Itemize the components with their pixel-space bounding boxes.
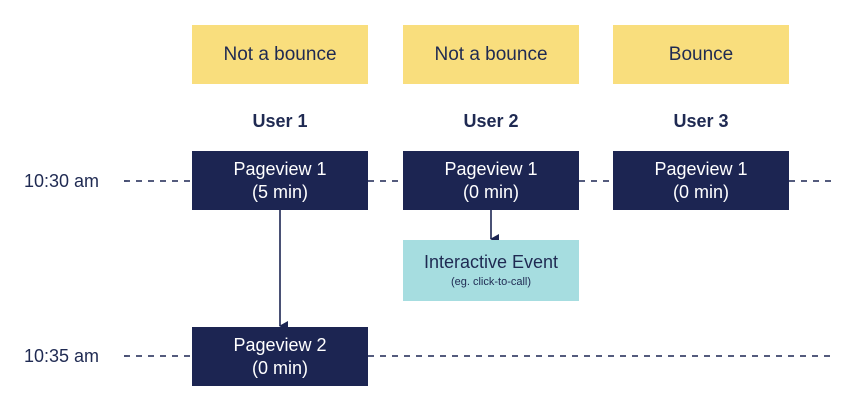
pageview-duration: (5 min) [251, 181, 308, 202]
pageview-duration: (0 min) [672, 181, 729, 202]
time-label-1030: 10:30 am [24, 171, 100, 191]
event-title: Interactive Event [423, 252, 559, 273]
user3-pageview-1: Pageview 1 (0 min) [613, 151, 789, 210]
user1-pageview-2: Pageview 2 (0 min) [192, 327, 368, 386]
event-subtitle: (eg. click-to-call) [450, 275, 532, 288]
pageview-duration: (0 min) [462, 181, 519, 202]
pageview-title: Pageview 1 [233, 159, 327, 179]
pageview-title: Pageview 2 [233, 335, 327, 355]
user-label-2: User 2 [463, 111, 519, 131]
verdict-user1: Not a bounce [192, 25, 368, 84]
user1-pageview-1: Pageview 1 (5 min) [192, 151, 368, 210]
time-label-1035: 10:35 am [24, 346, 100, 366]
user2-pageview-1: Pageview 1 (0 min) [403, 151, 579, 210]
pageview-title: Pageview 1 [444, 159, 538, 179]
user-label-3: User 3 [673, 111, 729, 131]
pageview-duration: (0 min) [251, 357, 308, 378]
verdict-user2: Not a bounce [403, 25, 579, 84]
pageview-title: Pageview 1 [654, 159, 748, 179]
verdict-user3: Bounce [613, 25, 789, 84]
user-label-1: User 1 [252, 111, 308, 131]
interactive-event-box: Interactive Event (eg. click-to-call) [403, 240, 579, 301]
